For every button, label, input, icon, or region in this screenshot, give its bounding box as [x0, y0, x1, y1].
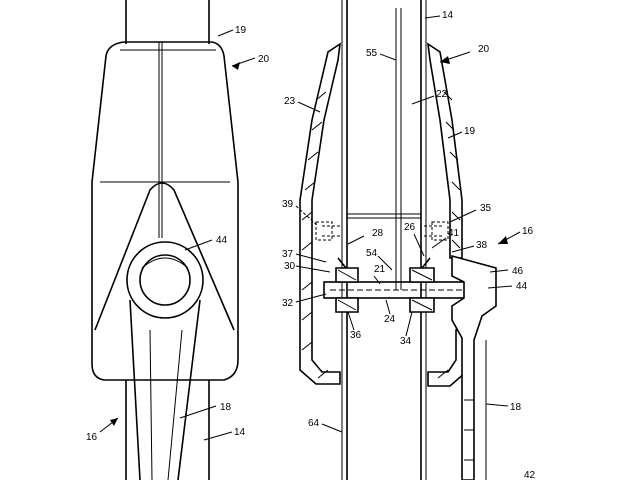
- label-64: 64: [308, 418, 320, 429]
- leader-26: [413, 233, 425, 257]
- label-19-right: 19: [464, 126, 476, 137]
- leader-38: [451, 245, 475, 253]
- leader-55: [379, 53, 397, 61]
- leader-14-left: [203, 431, 233, 441]
- leader-18-left: [179, 405, 217, 419]
- right-arm-ticks: [464, 399, 474, 461]
- label-14-left: 14: [234, 427, 246, 438]
- label-36: 36: [350, 330, 362, 341]
- left-housing: [91, 41, 239, 381]
- right-tube-outer: [341, 0, 427, 480]
- right-bushing-right: [409, 267, 435, 313]
- label-44-right: 44: [516, 281, 528, 292]
- label-44-left: 44: [216, 235, 228, 246]
- leader-54: [377, 255, 393, 271]
- right-bushing-hatch: [337, 269, 433, 311]
- right-hatch-left: [301, 91, 329, 379]
- leader-41: [431, 237, 447, 249]
- leader-23: [297, 101, 321, 113]
- left-housing-edges: [100, 49, 230, 183]
- right-shell-left: [299, 42, 342, 385]
- arrow-20-right: [440, 56, 450, 64]
- label-35: 35: [480, 203, 492, 214]
- label-18-right: 18: [510, 402, 522, 413]
- left-arm: [129, 299, 201, 480]
- leader-19-right: [447, 131, 463, 139]
- leader-64: [321, 423, 343, 433]
- label-30: 30: [284, 261, 296, 272]
- left-arm-inner: [149, 329, 183, 480]
- leader-36: [347, 311, 355, 331]
- leader-21: [373, 275, 381, 285]
- label-22: 22: [436, 89, 448, 100]
- leader-34: [405, 311, 413, 337]
- leader-30: [295, 265, 331, 273]
- label-54: 54: [366, 248, 378, 259]
- left-pivot-inner: [139, 254, 191, 306]
- leader-46: [489, 269, 509, 273]
- label-16-right: 16: [522, 226, 534, 237]
- leader-32: [295, 293, 327, 303]
- label-21: 21: [374, 264, 386, 275]
- leader-19-left: [217, 29, 234, 37]
- arrow-16-left: [110, 418, 118, 426]
- leader-28: [347, 235, 365, 245]
- label-20-right: 20: [478, 44, 490, 55]
- label-24: 24: [384, 314, 396, 325]
- leader-22: [411, 95, 435, 105]
- right-vent-right: [424, 221, 449, 241]
- right-tube-walls: [346, 0, 422, 480]
- right-bolt-heads: [337, 257, 431, 269]
- right-vent-left: [315, 221, 340, 241]
- label-55: 55: [366, 48, 378, 59]
- leader-44-right: [487, 285, 513, 289]
- label-20-left: 20: [258, 54, 270, 65]
- right-hatch-right: [437, 91, 461, 379]
- left-pivot-outer: [126, 241, 204, 319]
- label-28: 28: [372, 228, 384, 239]
- leader-35: [449, 209, 477, 223]
- label-26: 26: [404, 222, 416, 233]
- label-32: 32: [282, 298, 294, 309]
- left-lower-tube: [125, 380, 210, 480]
- right-shell-right-lower: [427, 329, 467, 387]
- label-23: 23: [284, 96, 296, 107]
- label-34: 34: [400, 336, 412, 347]
- arrow-20-left: [232, 62, 240, 70]
- label-38: 38: [476, 240, 488, 251]
- left-upper-tube: [125, 0, 210, 44]
- label-42: 42: [524, 470, 536, 480]
- leader-37: [295, 253, 327, 263]
- leader-44-left: [184, 239, 213, 251]
- label-46: 46: [512, 266, 524, 277]
- left-view: 19 20 44 18 14 16: [86, 0, 270, 480]
- label-41: 41: [448, 228, 460, 239]
- label-37: 37: [282, 249, 294, 260]
- label-39: 39: [282, 199, 294, 210]
- right-view: 14 55 20 23 22 19 39 35 28 26 54 37 41 1…: [282, 0, 536, 480]
- right-rod: [395, 8, 402, 290]
- leader-18-right: [485, 403, 509, 407]
- leader-14-right: [424, 15, 441, 19]
- right-crossbar: [347, 213, 421, 219]
- left-pivot-shade: [141, 257, 189, 269]
- label-14-right: 14: [442, 10, 454, 21]
- left-arch: [94, 182, 235, 331]
- label-18-left: 18: [220, 402, 232, 413]
- right-bushing-left: [335, 267, 359, 313]
- right-shell-right: [426, 42, 463, 259]
- label-19-left: 19: [235, 25, 247, 36]
- right-arm-cap: [451, 254, 497, 480]
- label-16-left: 16: [86, 432, 98, 443]
- arrow-16-right: [498, 236, 508, 244]
- leader-24: [385, 299, 391, 315]
